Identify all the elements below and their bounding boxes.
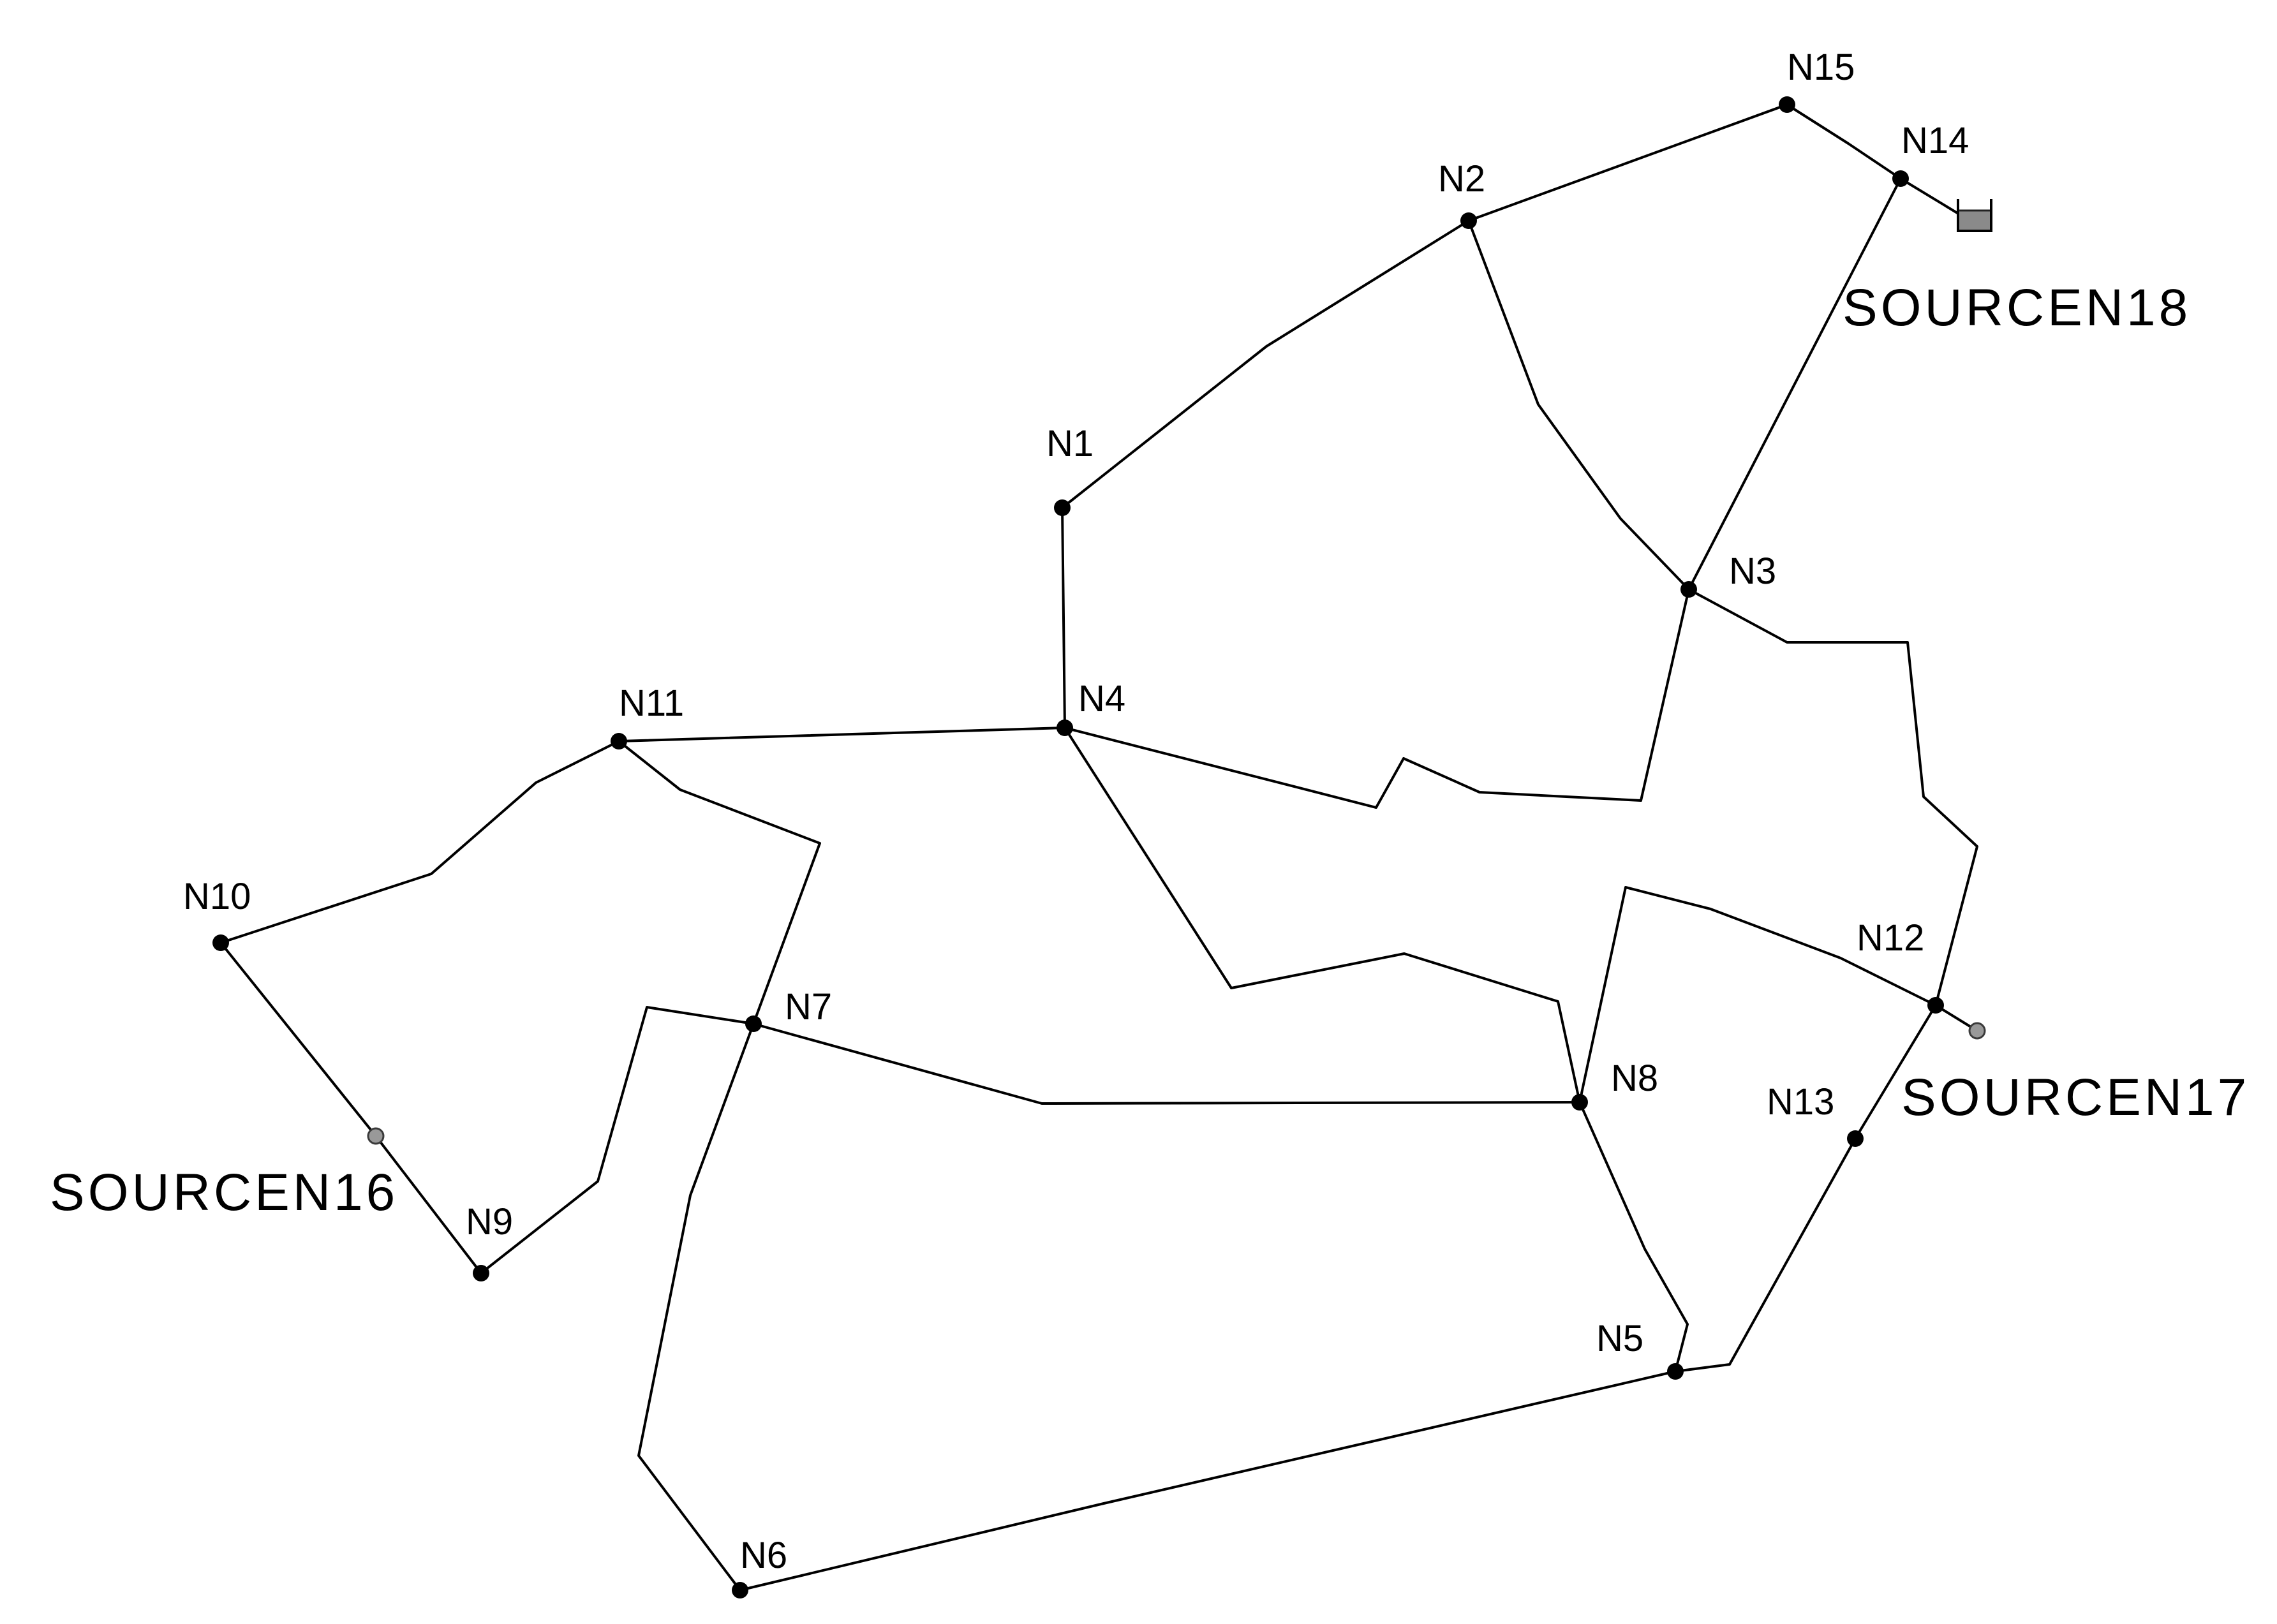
pipe-n10-sourcen16[interactable] <box>219 941 377 1137</box>
pipe-n8-n5[interactable] <box>1578 1101 1689 1373</box>
junction-n7[interactable] <box>745 1015 762 1032</box>
label-sourcen16: SOURCEN16 <box>50 1163 398 1222</box>
pipe-n1-n2[interactable] <box>1061 219 1470 509</box>
label-n9: N9 <box>466 1201 513 1243</box>
label-n13: N13 <box>1767 1081 1834 1123</box>
reservoir-sourcen16[interactable] <box>367 1127 385 1145</box>
label-n4: N4 <box>1078 678 1125 720</box>
junction-n3[interactable] <box>1680 581 1697 598</box>
label-n14: N14 <box>1901 120 1969 161</box>
junction-n5[interactable] <box>1667 1363 1684 1380</box>
tank-sourcen18-body <box>1957 209 1992 232</box>
pipe-n15-n14[interactable] <box>1786 103 1902 180</box>
label-n7: N7 <box>785 986 832 1028</box>
pipe-n8-n12[interactable] <box>1578 886 1937 1104</box>
pipe-n1-n4[interactable] <box>1061 506 1066 729</box>
label-n1: N1 <box>1046 423 1094 464</box>
source-nodes <box>367 199 1992 1145</box>
label-n8: N8 <box>1611 1058 1658 1099</box>
pipe-n11-n10[interactable] <box>219 740 620 944</box>
junction-nodes <box>212 96 1944 1598</box>
label-n15: N15 <box>1787 47 1855 88</box>
pipe-n5-n6[interactable] <box>739 1370 1677 1591</box>
pipe-sourcen16-n9[interactable] <box>375 1135 482 1274</box>
junction-n8[interactable] <box>1571 1094 1588 1111</box>
label-n5: N5 <box>1596 1318 1643 1359</box>
pipe-n9-n7[interactable] <box>480 1006 755 1274</box>
pipe-n2-n3[interactable] <box>1467 219 1690 591</box>
pipe-n14-sourcen18[interactable] <box>1899 177 1959 214</box>
pipe-n4-n8[interactable] <box>1064 727 1581 1104</box>
tank-sourcen18-wall <box>1957 199 1992 232</box>
label-n10: N10 <box>183 876 251 917</box>
pipe-n12-n13[interactable] <box>1854 1004 1937 1140</box>
label-sourcen17: SOURCEN17 <box>1901 1068 2250 1126</box>
pipe-n4-n3[interactable] <box>1064 588 1690 809</box>
junction-n2[interactable] <box>1460 212 1477 229</box>
pipe-n11-n6[interactable] <box>618 740 821 1591</box>
pipes <box>219 103 1978 1591</box>
node-labels: N1 N2 N3 N4 N5 N6 N7 N8 N9 N10 N11 N12 N… <box>183 47 1969 1576</box>
label-n12: N12 <box>1857 917 1924 959</box>
pipe-n14-n3[interactable] <box>1687 177 1902 591</box>
label-n2: N2 <box>1438 158 1485 200</box>
pipe-n3-n12[interactable] <box>1687 588 1978 1007</box>
junction-n10[interactable] <box>212 934 229 951</box>
pipe-n7-n8[interactable] <box>752 1022 1581 1105</box>
pipe-n13-n5[interactable] <box>1674 1137 1857 1373</box>
junction-n13[interactable] <box>1847 1130 1864 1147</box>
junction-n1[interactable] <box>1054 499 1071 516</box>
label-n6: N6 <box>740 1535 787 1576</box>
junction-n11[interactable] <box>611 733 627 749</box>
reservoir-sourcen17[interactable] <box>1968 1022 1986 1040</box>
label-n11: N11 <box>619 683 684 724</box>
junction-n12[interactable] <box>1927 997 1944 1014</box>
pipe-n4-n11[interactable] <box>618 727 1066 742</box>
junction-n6[interactable] <box>732 1582 748 1598</box>
label-sourcen18: SOURCEN18 <box>1843 279 2191 337</box>
label-n3: N3 <box>1729 550 1776 592</box>
junction-n4[interactable] <box>1057 720 1073 736</box>
junction-n15[interactable] <box>1779 96 1795 113</box>
pipe-n2-n15[interactable] <box>1467 103 1788 222</box>
junction-n9[interactable] <box>473 1265 489 1281</box>
tank-icon[interactable] <box>1957 199 1992 232</box>
source-labels: SOURCEN16 SOURCEN17 SOURCEN18 <box>50 279 2250 1222</box>
junction-n14[interactable] <box>1892 170 1909 187</box>
